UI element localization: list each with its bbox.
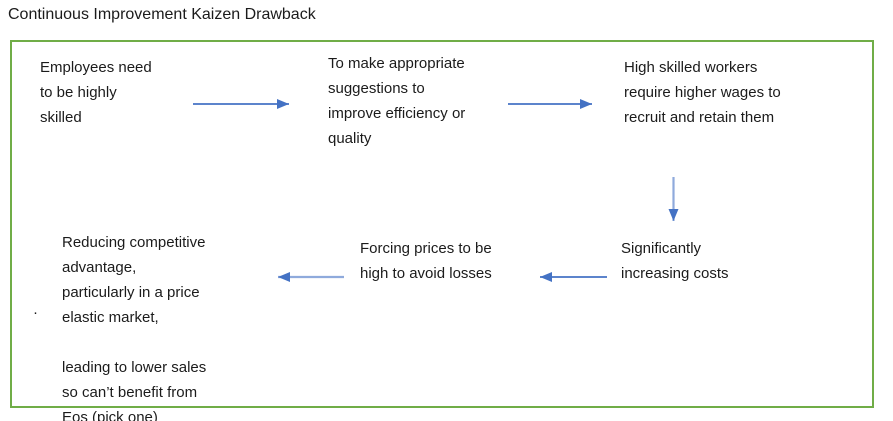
flow-step-reducing-advantage-main: Reducing competitive advantage, particul… [62, 234, 206, 326]
flow-step-forcing-prices: Forcing prices to be high to avoid losse… [360, 240, 492, 282]
page-title: Continuous Improvement Kaizen Drawback [8, 6, 316, 23]
bullet-dot: · [33, 304, 38, 321]
diagram-frame [10, 40, 874, 408]
flow-step-reducing-advantage: Reducing competitive advantage, particul… [62, 205, 247, 421]
flow-step-reducing-advantage-bullet-text: leading to lower sales so can’t benefit … [62, 359, 207, 421]
flow-step-appropriate-suggestions: To make appropriate suggestions to impro… [328, 55, 466, 147]
flow-step-higher-wages: High skilled workers require higher wage… [624, 59, 781, 126]
flow-step-increasing-costs: Significantly increasing costs [621, 240, 729, 282]
flow-step-employees-skilled: Employees need to be highly skilled [40, 59, 152, 126]
